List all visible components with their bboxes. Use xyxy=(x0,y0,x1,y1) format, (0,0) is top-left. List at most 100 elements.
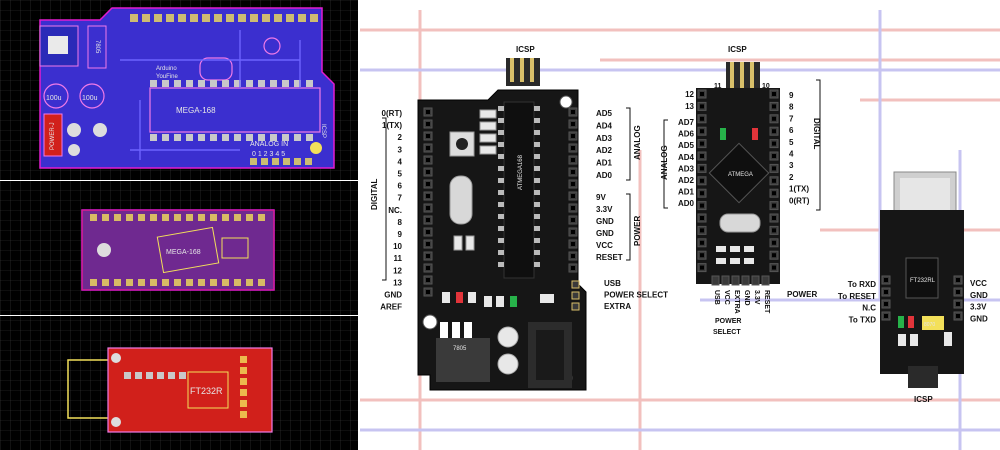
nano-right-digital-label: 1(TX) xyxy=(789,185,809,194)
uno-digital-pin-hole xyxy=(426,110,430,114)
ftdi-chip xyxy=(905,257,939,299)
nano-left-pin-hole xyxy=(700,216,704,220)
nano-layout-pin xyxy=(90,214,97,221)
uno-layout-pad xyxy=(186,80,193,87)
uno-chip-leg xyxy=(534,142,540,147)
uno-chip-leg xyxy=(498,202,504,207)
uno-silk-cap1: 100u xyxy=(46,95,62,102)
nano-right-pin-hole xyxy=(772,191,776,196)
nano-icsp-pin-11: 11 xyxy=(714,83,722,90)
ftdi-crystal xyxy=(922,316,944,330)
uno-analog-pin-label: AD4 xyxy=(596,121,613,130)
nano-layout-pin xyxy=(246,214,253,221)
uno-smd-resistor xyxy=(479,145,497,155)
uno-layout-analog-pin xyxy=(261,158,268,165)
nano-right-pin-hole xyxy=(772,228,776,233)
uno-digital-pin-hole xyxy=(426,170,430,174)
uno-hole xyxy=(68,144,80,156)
nano-right-digital-label: 4 xyxy=(789,150,794,159)
uno-analog-pin-label: AD2 xyxy=(596,146,613,155)
nano-layout-pin xyxy=(162,279,169,286)
uno-layout-pad xyxy=(198,134,205,141)
uno-chip-leg xyxy=(498,214,504,219)
uno-chip-leg xyxy=(498,250,504,255)
uno-digital-pin-label: 10 xyxy=(393,242,402,251)
nano-layout-pin xyxy=(234,214,241,221)
ftdi-right-pin-hole xyxy=(956,314,960,318)
nano-left-pin-hole xyxy=(700,166,704,171)
nano-right-digital-label: 2 xyxy=(789,173,794,182)
uno-digital-pin-hole xyxy=(426,158,430,162)
uno-layout-pin xyxy=(214,14,222,22)
ftdi-left-label: To RXD xyxy=(848,280,877,289)
uno-chip-leg xyxy=(534,178,540,183)
nano-right-digital-label: 0(RT) xyxy=(789,196,810,205)
uno-usb-pin xyxy=(571,280,580,289)
uno-digital-pin-hole xyxy=(426,206,430,210)
uno-layout-pin xyxy=(142,14,150,22)
uno-power-pin-label: VCC xyxy=(596,241,613,250)
nano-chip xyxy=(156,226,220,274)
uno-crystal xyxy=(449,175,473,225)
uno-silk-mega: MEGA-168 xyxy=(176,106,216,115)
uno-digital-pin-hole xyxy=(426,230,430,234)
uno-layout-pad xyxy=(174,134,181,141)
ftdi-layout-pad xyxy=(124,372,131,379)
uno-layout-pad xyxy=(294,80,301,87)
uno-silk-7805: 7805 xyxy=(94,40,100,54)
nano-layout-pin xyxy=(126,214,133,221)
ftdi-layout-pin xyxy=(240,378,247,385)
ftdi-layout-pad xyxy=(146,372,153,379)
nano-bottom-pin xyxy=(731,275,740,286)
uno-icsp-label: ICSP xyxy=(516,45,535,54)
nano-layout-pin xyxy=(174,279,181,286)
uno-digital-header xyxy=(423,107,433,297)
uno-layout-pad xyxy=(234,80,241,87)
uno-usb-pin xyxy=(571,291,580,300)
uno-digital-pin-label: 7 xyxy=(398,194,403,203)
ftdi-pin-rows xyxy=(124,356,247,418)
uno-analog-pin-hole xyxy=(571,170,575,174)
nano-icsp-label: ICSP xyxy=(728,45,747,54)
uno-silk-power-j: POWER-J xyxy=(50,122,56,150)
nano-analog-pin-label: AD7 xyxy=(678,118,695,127)
uno-analog-power-header xyxy=(568,107,578,273)
nano-analog-pin-label: AD0 xyxy=(678,199,695,208)
uno-layout-pad xyxy=(198,80,205,87)
uno-digital-pin-hole xyxy=(426,290,430,294)
nano-right-digital-label: 3 xyxy=(789,161,794,170)
nano-layout-pin xyxy=(222,279,229,286)
uno-chip-legs xyxy=(498,106,540,267)
nano-right-digital-label: 9 xyxy=(789,91,794,100)
uno-digital-pin-hole xyxy=(426,134,430,138)
ftdi-right-header xyxy=(953,275,963,321)
layout-panel-uno: MEGA-168 Arduino YouFine ANALOG IN 0 1 2… xyxy=(0,0,358,180)
ftdi-left-pin-hole xyxy=(884,290,888,294)
uno-layout-pin xyxy=(286,14,294,22)
nano-board-outline xyxy=(81,209,275,291)
nano-crystal xyxy=(221,237,249,259)
uno-power-pin-label: GND xyxy=(596,217,614,226)
uno-layout-pin xyxy=(202,14,210,22)
nano-bottom-pin xyxy=(761,275,770,286)
uno-digital-pin-label: 2 xyxy=(398,133,403,142)
nano-layout-pin xyxy=(186,214,193,221)
nano-left-pin-hole xyxy=(700,265,704,270)
nano-left-pin-hole xyxy=(700,228,704,233)
nano-layout-pin xyxy=(150,279,157,286)
nano-left-pin-hole xyxy=(700,240,704,245)
ftdi-layout-pad xyxy=(179,372,186,379)
nano-left-pin-hole xyxy=(700,178,704,183)
nano-left-pin-hole xyxy=(700,141,704,146)
ftdi-crystal-text: 8070 xyxy=(924,322,935,328)
nano-right-pin-hole xyxy=(772,265,776,270)
layout-panel-ftdi: FT232R xyxy=(0,316,358,450)
ftdi-left-pin-hole xyxy=(884,314,888,318)
uno-digital-pin-label: 6 xyxy=(398,182,403,191)
nano-analog-pin-label: AD6 xyxy=(678,130,695,139)
uno-chip-leg xyxy=(534,130,540,135)
